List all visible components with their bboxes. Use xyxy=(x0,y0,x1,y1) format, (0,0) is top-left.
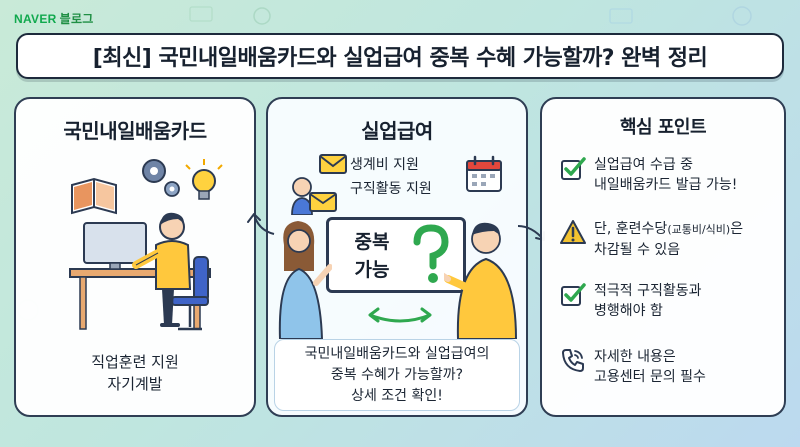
calendar-icon xyxy=(466,155,502,192)
naver-wordmark: NAVER xyxy=(14,12,57,26)
point-2-line-2: 차감될 수 있음 xyxy=(594,242,681,258)
right-card-title: 핵심 포인트 xyxy=(619,117,707,138)
key-point-1: 실업급여 수급 중 내일배움카드 발급 가능! xyxy=(560,155,774,195)
title-banner: [최신] 국민내일배움카드와 실업급여 중복 수혜 가능할까? 완벽 정리 xyxy=(16,33,784,79)
phone-icon xyxy=(562,349,584,372)
caption-line-3: 상세 조건 확인! xyxy=(351,388,443,404)
woman-pointing-illustration xyxy=(278,221,332,339)
card-unemployment-benefit: 실업급여 생계비 지원 구직활동 지원 중복 가능 xyxy=(266,97,528,417)
key-point-2: 단, 훈련수당(교통비/식비)은 차감될 수 있음 xyxy=(560,219,774,260)
envelope-icon xyxy=(319,154,347,174)
caption-line-2: 자기계발 xyxy=(107,375,163,393)
card-key-points: 핵심 포인트 실업급여 수급 중 내일배움카드 발급 가능! 단, 훈련수당(교… xyxy=(540,97,786,417)
board-line-2: 가능 xyxy=(354,259,390,281)
mid-card-caption: 국민내일배움카드와 실업급여의 중복 수혜가 가능할까? 상세 조건 확인! xyxy=(274,339,520,411)
card-naeil-card: 국민내일배움카드 xyxy=(14,97,256,417)
point-1-line-1: 실업급여 수급 중 xyxy=(594,157,694,173)
warning-icon xyxy=(560,220,586,244)
man-pointing-illustration xyxy=(444,222,518,339)
question-mark-icon xyxy=(413,224,449,283)
benefit-list: 생계비 지원 구직활동 지원 xyxy=(350,153,460,201)
key-point-4: 자세한 내용은 고용센터 문의 필수 xyxy=(560,347,774,387)
duplicate-possible-board: 중복 가능 xyxy=(326,217,466,293)
caption-line-2: 중복 수혜가 가능할까? xyxy=(330,367,464,383)
lightbulb-icon xyxy=(185,159,223,200)
point-2-line-1b: (교통비/식비) xyxy=(667,223,731,236)
key-point-3: 적극적 구직활동과 병행해야 함 xyxy=(560,281,774,321)
board-line-1: 중복 xyxy=(354,231,390,253)
check-icon xyxy=(561,157,586,180)
caption-line-1: 직업훈련 지원 xyxy=(91,353,179,371)
point-4-line-1: 자세한 내용은 xyxy=(594,349,676,365)
person-with-envelope-illustration xyxy=(291,177,337,215)
studying-person-illustration xyxy=(69,159,223,331)
point-3-line-2: 병행해야 함 xyxy=(594,303,663,319)
left-card-caption: 직업훈련 지원 자기계발 xyxy=(16,351,254,395)
blog-wordmark: 블로그 xyxy=(59,12,94,26)
point-1-line-2: 내일배움카드 발급 가능! xyxy=(594,177,738,193)
point-3-line-1: 적극적 구직활동과 xyxy=(594,283,702,299)
point-2-line-1a: 단, 훈련수당 xyxy=(594,221,668,237)
caption-line-1: 국민내일배움카드와 실업급여의 xyxy=(304,346,490,362)
board-text: 중복 가능 xyxy=(343,228,401,284)
check-icon xyxy=(561,283,586,306)
bidirectional-arrow-icon xyxy=(368,307,432,323)
benefit-living-cost: 생계비 지원 xyxy=(350,157,419,173)
book-icon xyxy=(71,177,117,215)
page-title: [최신] 국민내일배움카드와 실업급여 중복 수혜 가능할까? 완벽 정리 xyxy=(92,46,708,71)
left-card-title: 국민내일배움카드 xyxy=(63,119,207,143)
gear-icon xyxy=(142,159,180,197)
mid-card-title: 실업급여 xyxy=(361,119,433,143)
point-4-line-2: 고용센터 문의 필수 xyxy=(594,369,706,385)
benefit-job-search: 구직활동 지원 xyxy=(350,181,432,197)
left-curved-arrow-icon xyxy=(247,213,275,235)
point-2-line-1c: 은 xyxy=(730,221,744,237)
